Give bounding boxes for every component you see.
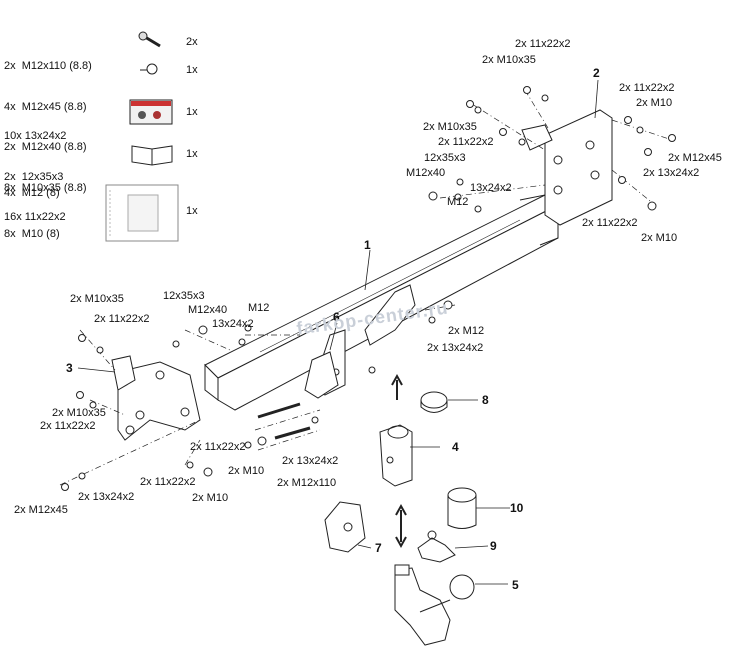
callout: 2x M12x110 [277, 477, 337, 489]
leader-lines [77, 79, 599, 585]
ring-clip-icon [140, 63, 158, 75]
kit-item: 8x M10 (8) [4, 227, 60, 240]
callout: 2x 13x24x2 [78, 491, 135, 503]
part-number-9: 9 [490, 539, 497, 553]
document-sheet-icon [105, 184, 179, 242]
callout: 2x 11x22x2 [140, 476, 196, 488]
callout: 2x 13x24x2 [643, 167, 700, 179]
cap-part-8 [420, 391, 448, 413]
callout: 2x 11x22x2 [94, 313, 150, 325]
bolt-icon [138, 31, 161, 48]
callout: 2x 13x24x2 [282, 455, 339, 467]
callout: 2x 11x22x2 [190, 441, 246, 453]
part-number-8: 8 [482, 393, 489, 407]
kit-qty: 2x [186, 36, 198, 48]
up-arrow-icon [391, 373, 403, 400]
part-number-3: 3 [66, 361, 73, 375]
socket-plate-part-6 [304, 351, 339, 399]
callout: 12x35x3 [163, 290, 205, 302]
callout: 2x M10x35 [70, 293, 124, 305]
manual-book-icon [131, 145, 173, 166]
kit-item: 16x 11x22x2 [4, 211, 66, 223]
part-number-1: 1 [364, 238, 371, 252]
callout: 2x M10 [228, 465, 265, 477]
callout: 2x 13x24x2 [427, 342, 484, 354]
kit-item: 8x M10x35 (8.8) [4, 181, 87, 194]
callout: 2x M10x35 [52, 407, 106, 419]
part-number-10: 10 [510, 501, 524, 515]
kit-item: 10x 13x24x2 [4, 130, 67, 142]
callout: 2x M10x35 [423, 121, 477, 133]
kit-qty: 1x [186, 106, 198, 118]
kit-qty: 1x [186, 148, 198, 160]
callout: 13x24x2 [470, 182, 512, 194]
kit-item: 4x M12x45 (8.8) [4, 100, 87, 113]
kit-list-group3: 4x M12 (8) 8x M10 (8) [4, 160, 60, 268]
ball-neck-part-5 [394, 564, 475, 646]
kit-list-group2: 10x 13x24x2 2x 12x35x3 16x 11x22x2 [4, 103, 66, 252]
part-number-4: 4 [452, 440, 459, 454]
socket-bracket-part-7 [324, 501, 366, 553]
callout: 2x M10 [641, 232, 678, 244]
part-number-2: 2 [593, 66, 600, 80]
part-number-6: 6 [333, 310, 340, 324]
callout: 2x M12x45 [668, 152, 722, 164]
left-bracket-part-3 [111, 355, 201, 441]
callout: M12 [248, 302, 270, 314]
up-down-arrow-icon [395, 503, 407, 549]
callout: 2x M10 [636, 97, 673, 109]
kit-list-group1: 2x M12x110 (8.8) 4x M12x45 (8.8) 2x M12x… [4, 33, 92, 222]
right-bracket-part-2 [521, 109, 613, 226]
warning-sticker-icon [129, 99, 173, 125]
lock-key-part-9 [417, 530, 456, 563]
ball-cover-part-10 [447, 487, 477, 529]
callout: 2x 11x22x2 [619, 82, 675, 94]
kit-item: 4x M12 (8) [4, 187, 60, 199]
kit-item: 2x M12x110 (8.8) [4, 60, 92, 72]
part-number-5: 5 [512, 578, 519, 592]
callout: M12 [447, 196, 469, 208]
callout: 2x M12 [448, 325, 485, 337]
callout: M12x40 [188, 304, 228, 316]
callout: 2x 11x22x2 [582, 217, 638, 229]
kit-qty: 1x [186, 64, 198, 76]
callout: 2x 11x22x2 [438, 136, 494, 148]
callout: 13x24x2 [212, 318, 254, 330]
kit-item: 2x M12x40 (8.8) [4, 141, 87, 153]
callout: 2x M12x45 [14, 504, 68, 516]
callout: 2x M10x35 [482, 54, 536, 66]
kit-item: 2x 12x35x3 [4, 170, 64, 183]
callout: 2x 11x22x2 [515, 38, 571, 50]
callout: M12x40 [406, 167, 446, 179]
socket-holder-part-4 [379, 424, 413, 487]
callout: 2x 11x22x2 [40, 420, 96, 432]
fasteners [61, 86, 676, 491]
callout: 12x35x3 [424, 152, 466, 164]
part-number-7: 7 [375, 541, 382, 555]
callout: 2x M10 [192, 492, 229, 504]
kit-qty: 1x [186, 205, 198, 217]
